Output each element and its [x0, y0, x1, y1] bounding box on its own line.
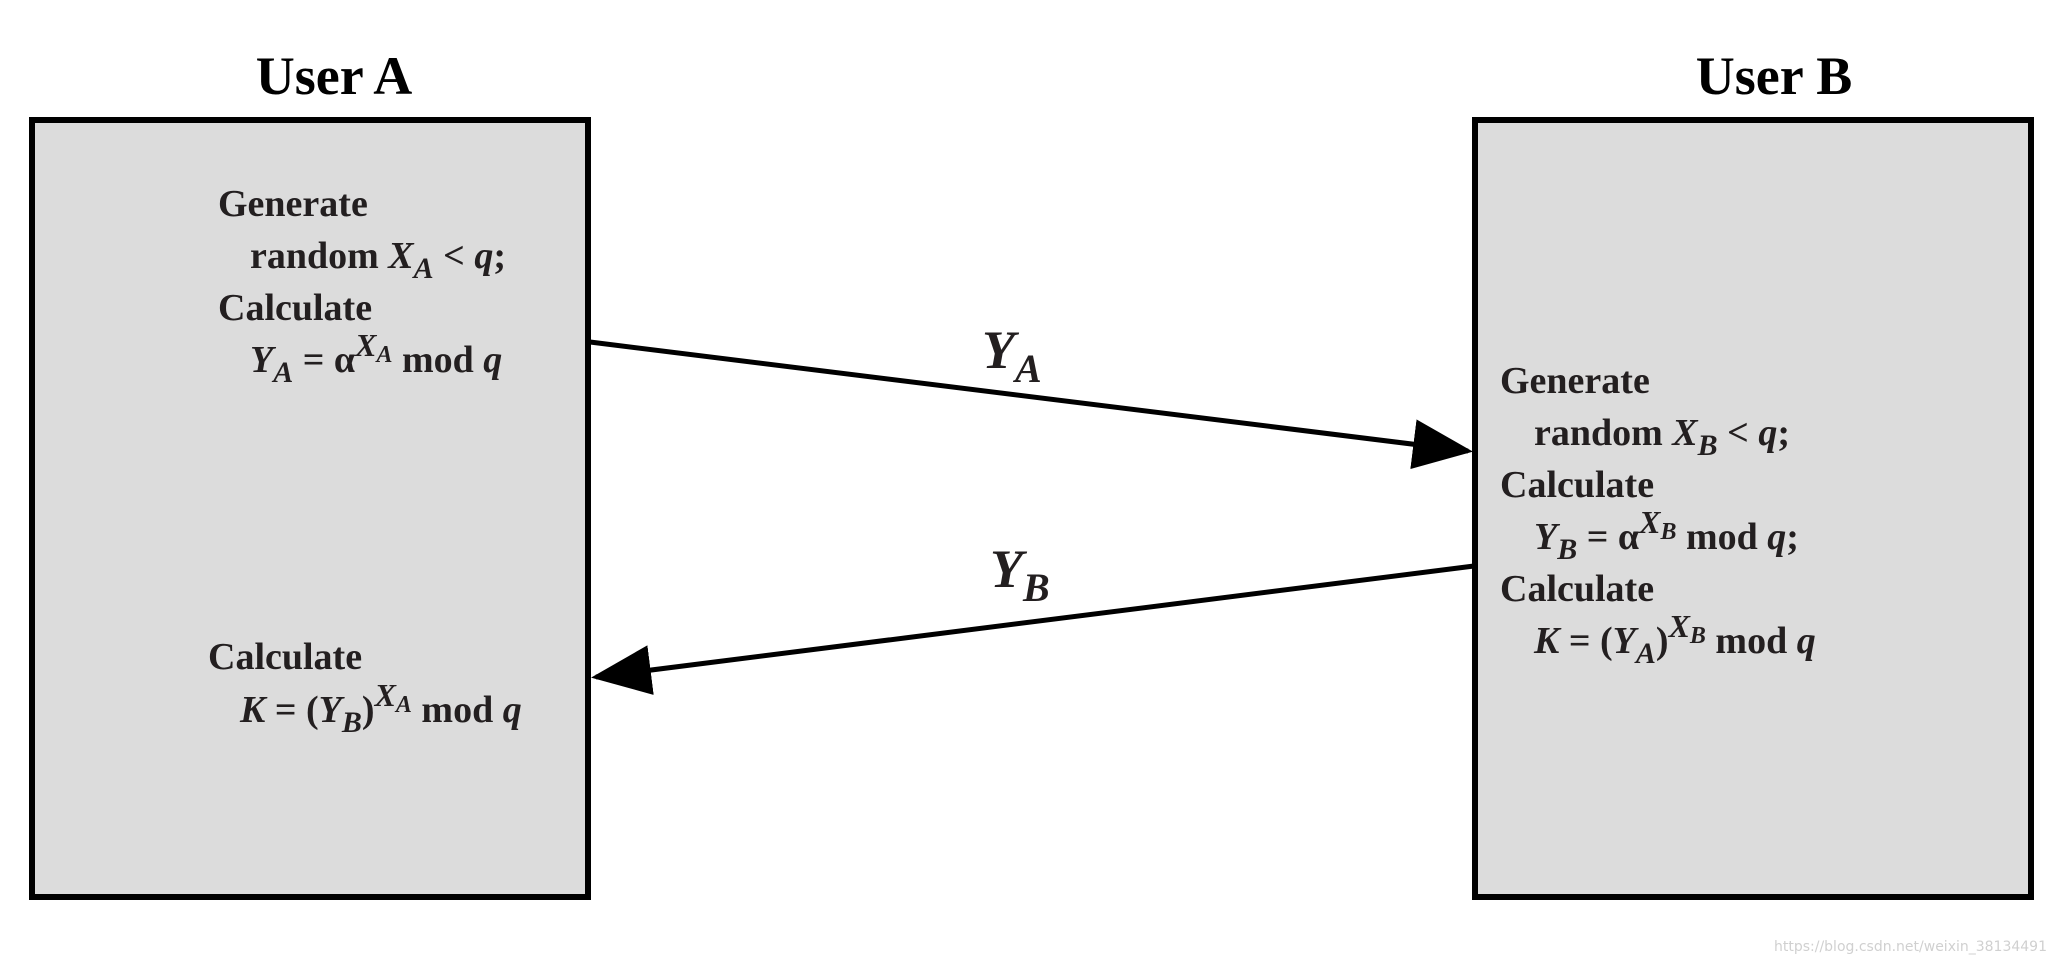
- user-b-generate-label: Generate: [1500, 360, 1650, 402]
- watermark: https://blog.csdn.net/weixin_38134491: [1773, 939, 2047, 955]
- user-a-random-line: random XA < q;: [250, 235, 506, 285]
- user-b-calculate-key-label: Calculate: [1500, 568, 1654, 610]
- arrow-a-to-b-line: [589, 339, 1473, 470]
- arrow-a-to-b: YA: [589, 320, 1473, 470]
- user-a-steps: Generate random XA < q; Calculate YA = α…: [218, 183, 506, 389]
- arrow-a-to-b-label: YA: [982, 320, 1042, 391]
- user-b-public-key-formula: YB = αXB mod q;: [1534, 504, 1799, 566]
- user-a-key-steps: Calculate K = (YB)XA mod q: [208, 636, 522, 739]
- user-b-box: [1472, 117, 2034, 900]
- user-a-calculate-key-label: Calculate: [208, 636, 362, 678]
- user-a-public-key-formula: YA = αXA mod q: [250, 327, 502, 389]
- user-b-title: User B: [1696, 46, 1853, 106]
- arrow-b-to-a: YB: [591, 539, 1475, 695]
- user-a-shared-key-formula: K = (YB)XA mod q: [239, 677, 522, 739]
- user-b-calculate-label: Calculate: [1500, 464, 1654, 506]
- user-a-box: [29, 117, 591, 900]
- user-a-title: User A: [256, 46, 413, 106]
- user-b-steps: Generate random XB < q; Calculate YB = α…: [1500, 360, 1816, 670]
- user-a-generate-label: Generate: [218, 183, 368, 225]
- user-b-shared-key-formula: K = (YA)XB mod q: [1533, 608, 1816, 670]
- arrow-b-to-a-line: [591, 563, 1475, 695]
- user-a-calculate-label: Calculate: [218, 287, 372, 329]
- arrow-b-to-a-label: YB: [990, 539, 1050, 610]
- user-b-random-line: random XB < q;: [1534, 412, 1790, 462]
